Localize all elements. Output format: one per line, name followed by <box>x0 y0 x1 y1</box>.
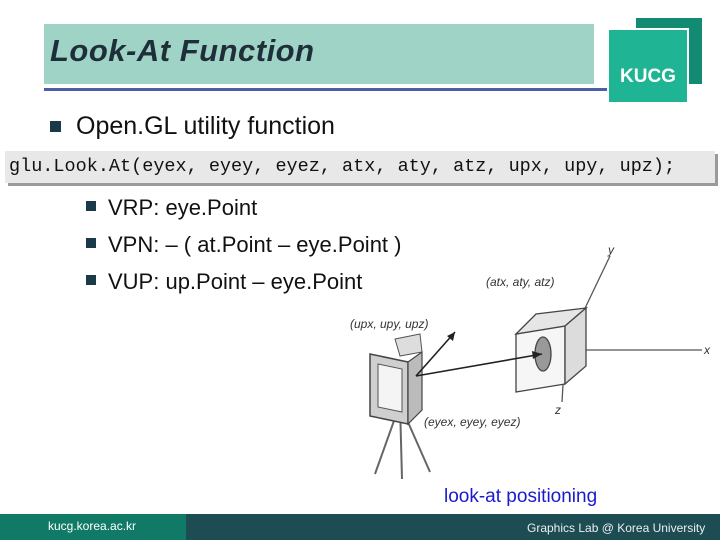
bullet-square-icon <box>50 121 61 132</box>
at-point-label: (atx, aty, atz) <box>486 275 554 289</box>
vectors <box>415 331 543 377</box>
bullet-square-icon <box>86 238 96 248</box>
up-point-label: (upx, upy, upz) <box>350 317 428 331</box>
axis-label-x: x <box>703 343 711 357</box>
figure-caption: look-at positioning <box>444 486 598 507</box>
logo-text: KUCG <box>620 66 676 87</box>
eye-point-label: (eyex, eyey, eyez) <box>424 415 520 429</box>
look-at-diagram: y x z (atx, aty, atz) (upx, upy, upz) (e… <box>350 243 711 480</box>
axis-label-z: z <box>554 403 561 417</box>
footer-credit: Graphics Lab @ Korea University <box>527 521 706 535</box>
footer-left-bar <box>0 514 186 540</box>
up-arrowhead <box>447 332 455 341</box>
sub-bullet-vpn: VPN: – ( at.Point – eye.Point ) <box>108 232 402 257</box>
at-arrowhead <box>532 351 542 359</box>
object-cube <box>514 306 589 393</box>
code-line: glu.Look.At(eyex, eyey, eyez, atx, aty, … <box>5 151 715 183</box>
title-bar <box>44 24 594 84</box>
footer-url: kucg.korea.ac.kr <box>48 519 137 533</box>
footer-right-bar <box>186 514 720 540</box>
sub-bullet-vrp: VRP: eye.Point <box>108 195 258 220</box>
logo-front-square <box>609 30 687 102</box>
camera-icon <box>369 333 423 426</box>
main-bullet: Open.GL utility function <box>76 112 335 140</box>
slide-title: Look-At Function <box>50 33 315 68</box>
sub-bullet-vup: VUP: up.Point – eye.Point <box>108 269 363 294</box>
bullet-square-icon <box>86 201 96 211</box>
bullet-square-icon <box>86 275 96 285</box>
title-underline <box>44 88 608 91</box>
axis-label-y: y <box>607 243 615 257</box>
